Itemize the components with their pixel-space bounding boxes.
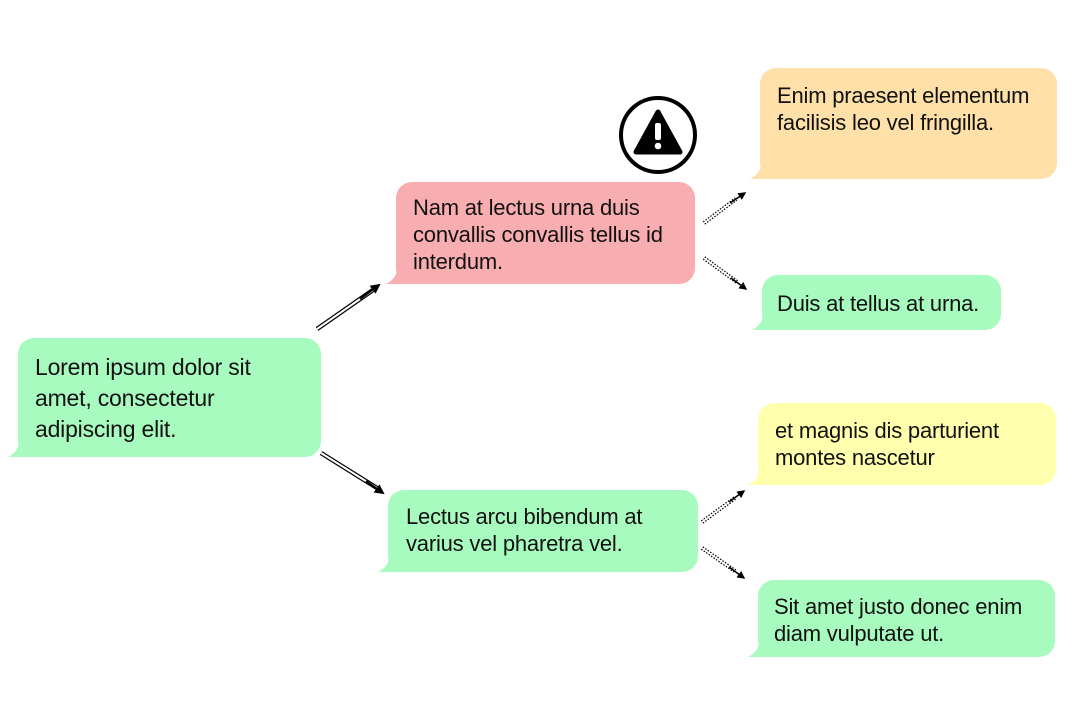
top-child-2-node: Duis at tellus at urna. (752, 275, 1001, 330)
bubble-tail (750, 157, 778, 179)
arrow-bottom-to-child-1 (700, 490, 746, 524)
top-child-1-node: Enim praesent elementum facilisis leo ve… (750, 68, 1057, 179)
root-node: Lorem ipsum dolor sit amet, consectetur … (8, 338, 321, 457)
branch-bottom-node: Lectus arcu bibendum at varius vel phare… (378, 490, 698, 572)
bubble-tail (752, 308, 780, 330)
bubble-tail (378, 550, 406, 572)
arrow-root-to-top (315, 283, 381, 331)
top-child-2-text: Duis at tellus at urna. (777, 291, 980, 316)
top-child-1-text: Enim praesent elementum facilisis leo ve… (777, 83, 1030, 135)
bottom-child-2-text: Sit amet justo donec enim diam vulputate… (774, 594, 1023, 646)
bubble-tail (8, 435, 36, 457)
branch-top-node: Nam at lectus urna duis convallis conval… (386, 182, 695, 284)
branch-bottom-text: Lectus arcu bibendum at varius vel phare… (406, 504, 643, 556)
bubble-tail (748, 635, 776, 657)
bottom-child-2-node: Sit amet justo donec enim diam vulputate… (748, 580, 1055, 657)
bottom-child-1-node: et magnis dis parturient montes nascetur (748, 403, 1056, 485)
arrow-bottom-to-child-2 (700, 546, 746, 579)
arrow-root-to-bottom (319, 451, 385, 495)
warning-icon (619, 96, 697, 174)
bubble-tail (386, 262, 414, 284)
bubble-tail (748, 463, 776, 485)
branch-top-text: Nam at lectus urna duis convallis conval… (413, 195, 663, 274)
root-node-text: Lorem ipsum dolor sit amet, consectetur … (35, 354, 251, 442)
bottom-child-1-text: et magnis dis parturient montes nascetur (775, 418, 999, 470)
arrow-top-to-child-1 (702, 192, 747, 225)
arrow-top-to-child-2 (702, 256, 748, 290)
